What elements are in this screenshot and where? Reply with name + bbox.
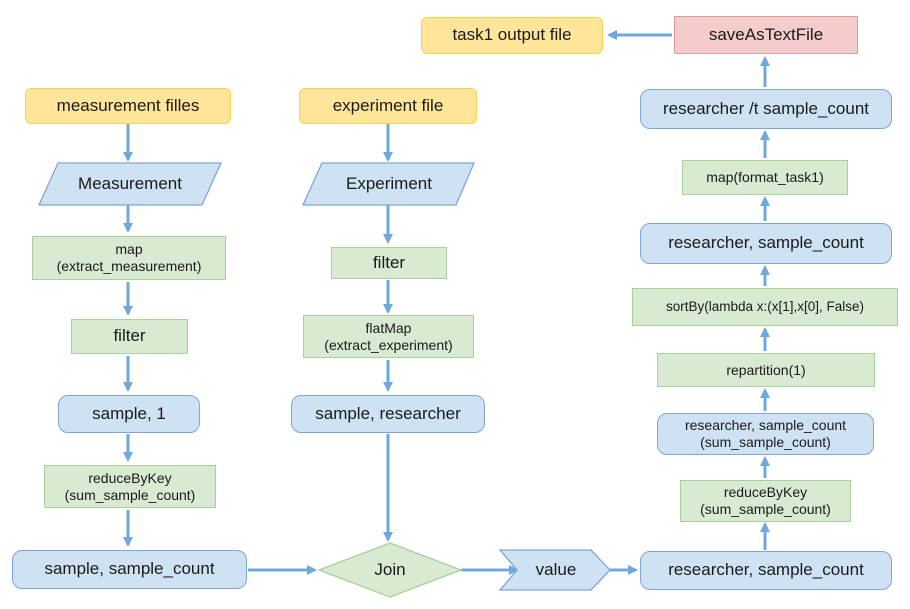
- experiment-label: Experiment: [346, 174, 432, 193]
- experiment-parallelogram: [301, 162, 475, 206]
- filter-measurement-node: filter: [71, 319, 188, 354]
- measurement-label: Measurement: [78, 174, 182, 193]
- reduce-left-line-2: (sum_sample_count): [64, 486, 196, 503]
- join-label: Join: [374, 560, 406, 579]
- value-chevron: [498, 549, 611, 591]
- reduce-right-line-1: reduceByKey: [723, 484, 808, 501]
- researcher-sum-line-2: (sum_sample_count): [700, 434, 831, 450]
- researcher-sample-count-bottom-node: researcher, sample_count: [640, 551, 892, 590]
- researcher-sum-line-1: researcher, sample_count: [684, 417, 847, 434]
- researcher-sample-count-mid-node: researcher, sample_count: [640, 223, 892, 264]
- reduce-by-key-left-node: reduceByKey (sum_sample_count): [44, 465, 216, 508]
- map-format-task1-node: map(format_task1): [682, 160, 848, 195]
- reduce-left-line-1: reduceByKey: [88, 469, 172, 486]
- filter-experiment-node: filter: [331, 247, 447, 279]
- map-line-1: map: [115, 241, 143, 258]
- repartition-node: repartition(1): [657, 353, 875, 387]
- value-label: value: [535, 560, 577, 579]
- measurement-parallelogram: [37, 162, 223, 206]
- sample-researcher-node: sample, researcher: [291, 395, 485, 433]
- researcher-t-sample-count-node: researcher /t sample_count: [640, 89, 892, 129]
- experiment-file-node: experiment file: [299, 88, 477, 124]
- reduce-by-key-right-node: reduceByKey (sum_sample_count): [680, 480, 851, 522]
- flatmap-line-1: flatMap: [365, 319, 412, 336]
- reduce-right-line-2: (sum_sample_count): [700, 501, 831, 517]
- map-extract-measurement-node: map (extract_measurement): [32, 236, 226, 280]
- sample-1-node: sample, 1: [58, 395, 200, 433]
- save-as-text-file-node: saveAsTextFile: [674, 16, 858, 54]
- flatmap-line-2: (extract_experiment): [324, 336, 453, 353]
- task1-output-file-node: task1 output file: [421, 17, 603, 54]
- flatmap-extract-experiment-node: flatMap (extract_experiment): [303, 315, 474, 358]
- researcher-sample-count-sum-node: researcher, sample_count (sum_sample_cou…: [657, 413, 874, 455]
- sample-sample-count-node: sample, sample_count: [12, 550, 247, 589]
- measurement-files-node: measurement filles: [25, 88, 231, 124]
- join-diamond: [317, 542, 463, 598]
- map-line-2: (extract_measurement): [56, 258, 202, 274]
- sort-by-node: sortBy(lambda x:(x[1],x[0], False): [632, 288, 898, 326]
